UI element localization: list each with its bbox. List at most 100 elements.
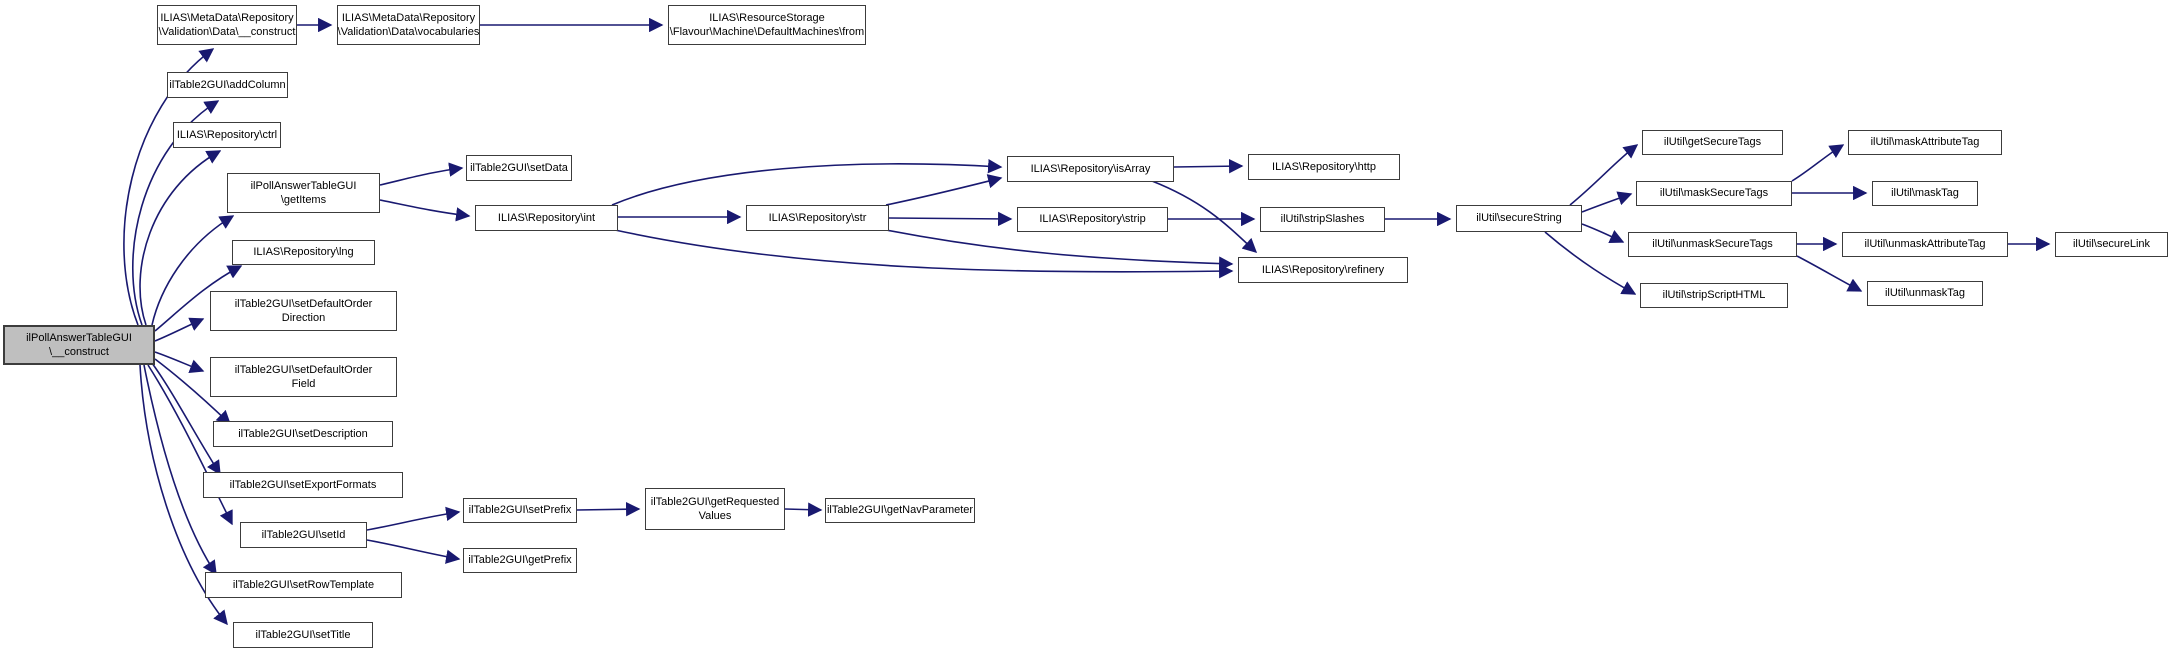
node-iltable2gui-setdata[interactable]: ilTable2GUI\setData (466, 155, 572, 181)
edge-setid-to-setprefix (366, 506, 461, 531)
node-ilias-repository-str[interactable]: ILIAS\Repository\str (746, 205, 889, 231)
node-ilias-repository-lng[interactable]: ILIAS\Repository\lng (232, 240, 375, 265)
edge-getitems-to-int (379, 199, 471, 222)
node-iltable2gui-setdefaultorderdirection[interactable]: ilTable2GUI\setDefaultOrder Direction (210, 291, 397, 331)
node-ilutil-masktag[interactable]: ilUtil\maskTag (1872, 181, 1978, 206)
node-ilutil-masktag-label: ilUtil\maskTag (1891, 187, 1959, 200)
edge-setprefix-to-getrequestedvalues (576, 502, 641, 517)
edge-getitems-to-setdata (379, 162, 464, 186)
node-metadata-validation-data-construct[interactable]: ILIAS\MetaData\Repository \Validation\Da… (157, 5, 297, 45)
node-ilias-repository-lng-label: ILIAS\Repository\lng (253, 246, 354, 259)
node-iltable2gui-addcolumn[interactable]: ilTable2GUI\addColumn (167, 72, 288, 98)
node-iltable2gui-settitle-label: ilTable2GUI\setTitle (255, 628, 351, 641)
node-metadata-validation-data-construct-label: ILIAS\MetaData\Repository \Validation\Da… (158, 11, 296, 38)
node-ilutil-stripscripthtml[interactable]: ilUtil\stripScriptHTML (1640, 283, 1788, 308)
node-ilutil-stripscripthtml-label: ilUtil\stripScriptHTML (1662, 289, 1766, 302)
edge-str-to-isarray (885, 174, 1003, 206)
node-iltable2gui-setrowtemplate[interactable]: ilTable2GUI\setRowTemplate (205, 572, 402, 598)
node-iltable2gui-setprefix-label: ilTable2GUI\setPrefix (468, 504, 572, 517)
node-iltable2gui-getprefix-label: ilTable2GUI\getPrefix (468, 554, 572, 567)
node-iltable2gui-setexportformats[interactable]: ilTable2GUI\setExportFormats (203, 472, 403, 498)
node-iltable2gui-setdefaultorderfield-label: ilTable2GUI\setDefaultOrder Field (234, 363, 373, 390)
node-iltable2gui-settitle[interactable]: ilTable2GUI\setTitle (233, 622, 373, 648)
node-ilutil-maskattributetag[interactable]: ilUtil\maskAttributeTag (1848, 130, 2002, 155)
node-ilutil-stripslashes[interactable]: ilUtil\stripSlashes (1260, 207, 1385, 232)
node-iltable2gui-setdefaultorderfield[interactable]: ilTable2GUI\setDefaultOrder Field (210, 357, 397, 397)
node-ilutil-unmasktag[interactable]: ilUtil\unmaskTag (1867, 281, 1983, 306)
node-ilutil-unmaskattributetag[interactable]: ilUtil\unmaskAttributeTag (1842, 232, 2008, 257)
edge-root-to-lng (154, 265, 243, 332)
node-ilias-repository-http-label: ILIAS\Repository\http (1272, 160, 1376, 173)
edge-masksecuretags-to-maskattributetag (1791, 144, 1845, 182)
node-ilias-repository-int-label: ILIAS\Repository\int (497, 211, 596, 224)
edge-root-to-getitems (151, 215, 235, 326)
edge-int-to-refinery (614, 229, 1234, 279)
node-ilutil-unmasksecuretags-label: ilUtil\unmaskSecureTags (1652, 238, 1773, 251)
node-ilias-repository-isarray[interactable]: ILIAS\Repository\isArray (1007, 156, 1174, 182)
node-iltable2gui-getnavparameter[interactable]: ilTable2GUI\getNavParameter (825, 498, 975, 523)
edge-int-to-isarray (611, 159, 1003, 206)
node-iltable2gui-setdefaultorderdirection-label: ilTable2GUI\setDefaultOrder Direction (234, 297, 373, 324)
node-metadata-validation-data-vocabularies[interactable]: ILIAS\MetaData\Repository \Validation\Da… (337, 5, 480, 45)
node-ilias-repository-ctrl[interactable]: ILIAS\Repository\ctrl (173, 122, 281, 148)
node-ilutil-securelink-label: ilUtil\secureLink (2072, 238, 2151, 251)
node-iltable2gui-setid[interactable]: ilTable2GUI\setId (240, 522, 367, 548)
edge-securestring-to-stripscripthtml (1544, 231, 1637, 295)
node-ilutil-securestring[interactable]: ilUtil\secureString (1456, 205, 1582, 232)
node-iltable2gui-setid-label: ilTable2GUI\setId (261, 528, 346, 541)
edge-isarray-to-http (1173, 158, 1244, 174)
node-ilias-repository-str-label: ILIAS\Repository\str (768, 211, 867, 224)
node-ilutil-unmaskattributetag-label: ilUtil\unmaskAttributeTag (1864, 238, 1986, 251)
node-ilias-repository-strip[interactable]: ILIAS\Repository\strip (1017, 207, 1168, 232)
node-ilias-repository-strip-label: ILIAS\Repository\strip (1039, 213, 1146, 226)
node-iltable2gui-setdescription[interactable]: ilTable2GUI\setDescription (213, 421, 393, 447)
node-metadata-validation-data-vocabularies-label: ILIAS\MetaData\Repository \Validation\Da… (337, 11, 480, 38)
node-ilias-repository-ctrl-label: ILIAS\Repository\ctrl (176, 128, 278, 141)
node-ilutil-masksecuretags[interactable]: ilUtil\maskSecureTags (1636, 181, 1792, 206)
edge-root-to-setexportformats (151, 362, 221, 476)
node-ilias-repository-refinery-label: ILIAS\Repository\refinery (1261, 263, 1385, 276)
node-ilias-repository-http[interactable]: ILIAS\Repository\http (1248, 154, 1400, 180)
node-ilpollanswertablegui-construct: ilPollAnswerTableGUI \__construct (3, 325, 155, 365)
edge-securestring-to-masksecuretags (1581, 191, 1633, 213)
node-resourcestorage-defaultmachines-from[interactable]: ILIAS\ResourceStorage \Flavour\Machine\D… (668, 5, 866, 45)
node-ilutil-securestring-label: ilUtil\secureString (1476, 212, 1562, 225)
node-iltable2gui-getprefix[interactable]: ilTable2GUI\getPrefix (463, 548, 577, 573)
edge-unmasksecuretags-to-unmasktag (1796, 255, 1863, 292)
edge-root-to-ctrl (139, 150, 222, 326)
node-iltable2gui-setrowtemplate-label: ilTable2GUI\setRowTemplate (232, 578, 375, 591)
node-ilias-repository-int[interactable]: ILIAS\Repository\int (475, 205, 618, 231)
node-ilpollanswertablegui-construct-label: ilPollAnswerTableGUI \__construct (26, 331, 132, 358)
node-ilutil-securelink[interactable]: ilUtil\secureLink (2055, 232, 2168, 257)
node-ilutil-stripslashes-label: ilUtil\stripSlashes (1280, 213, 1365, 226)
node-ilias-repository-isarray-label: ILIAS\Repository\isArray (1030, 162, 1151, 175)
node-ilias-repository-refinery[interactable]: ILIAS\Repository\refinery (1238, 257, 1408, 283)
node-resourcestorage-defaultmachines-from-label: ILIAS\ResourceStorage \Flavour\Machine\D… (669, 11, 865, 38)
node-iltable2gui-getnavparameter-label: ilTable2GUI\getNavParameter (826, 504, 974, 517)
node-iltable2gui-getrequestedvalues-label: ilTable2GUI\getRequested Values (650, 495, 780, 522)
edge-str-to-refinery (885, 229, 1234, 271)
edge-securestring-to-getsecuretags (1569, 144, 1639, 206)
node-ilutil-getsecuretags[interactable]: ilUtil\getSecureTags (1642, 130, 1783, 155)
node-iltable2gui-addcolumn-label: ilTable2GUI\addColumn (169, 78, 286, 91)
edge-str-to-strip (888, 211, 1013, 227)
edge-root-to-setdefaultorderdirection (154, 317, 205, 342)
node-iltable2gui-getrequestedvalues[interactable]: ilTable2GUI\getRequested Values (645, 488, 785, 530)
edge-root-to-setrowtemplate (143, 364, 217, 576)
node-ilutil-unmasktag-label: ilUtil\unmaskTag (1884, 287, 1966, 300)
node-iltable2gui-setprefix[interactable]: ilTable2GUI\setPrefix (463, 498, 577, 523)
node-ilpollanswertablegui-getitems-label: ilPollAnswerTableGUI \getItems (250, 179, 357, 206)
node-iltable2gui-setdescription-label: ilTable2GUI\setDescription (238, 427, 368, 440)
edge-securestring-to-unmasksecuretags (1581, 223, 1625, 244)
node-ilutil-maskattributetag-label: ilUtil\maskAttributeTag (1870, 136, 1980, 149)
node-ilutil-unmasksecuretags[interactable]: ilUtil\unmaskSecureTags (1628, 232, 1797, 257)
edge-getrequestedvalues-to-getnavparameter (784, 502, 823, 517)
node-iltable2gui-setdata-label: ilTable2GUI\setData (470, 161, 568, 174)
edge-root-to-setdefaultorderfield (154, 351, 205, 374)
node-ilutil-getsecuretags-label: ilUtil\getSecureTags (1663, 136, 1762, 149)
edge-root-to-setdescription (154, 358, 232, 425)
node-ilpollanswertablegui-getitems[interactable]: ilPollAnswerTableGUI \getItems (227, 173, 380, 213)
node-iltable2gui-setexportformats-label: ilTable2GUI\setExportFormats (229, 478, 377, 491)
